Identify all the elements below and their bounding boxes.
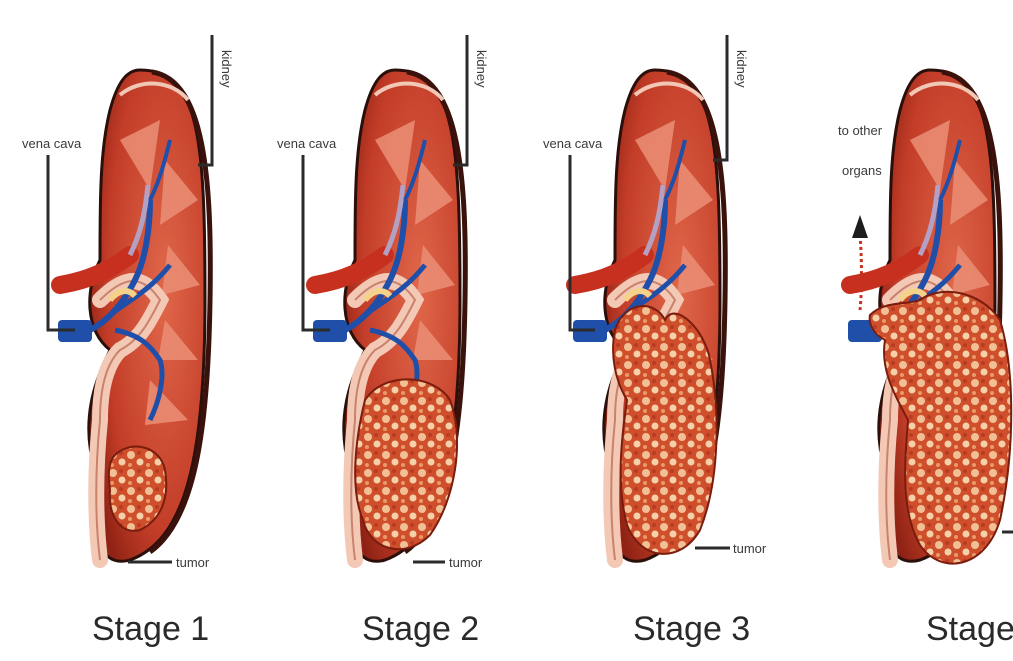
- stage-1-kidney-label: kidney: [219, 50, 234, 88]
- stage-1-panel: kidney vena cava tumor Stage 1: [22, 35, 234, 648]
- stage-2-kidney-label: kidney: [474, 50, 489, 88]
- stage-4-other-organs-label-line1: to other: [838, 123, 883, 138]
- stage-2-tumor: [355, 379, 457, 549]
- stage-1-vena-cava-label: vena cava: [22, 136, 82, 151]
- stage-4-title: Stage 4: [926, 610, 1013, 648]
- stage-3-tumor-label: tumor: [733, 541, 767, 556]
- stage-3-kidney-label: kidney: [734, 50, 749, 88]
- stage-1-tumor-label: tumor: [176, 555, 210, 570]
- stage-1-title: Stage 1: [92, 610, 209, 648]
- stage-3-tumor: [613, 306, 716, 554]
- stage-4-other-organs-label-line2: organs: [842, 163, 882, 178]
- stage-3-title: Stage 3: [633, 610, 750, 648]
- stage-2-vena-cava-label: vena cava: [277, 136, 337, 151]
- stage-4-panel: to other organs Stage 4: [838, 70, 1013, 648]
- spread-arrow-icon: [852, 215, 868, 238]
- stage-2-title: Stage 2: [362, 610, 479, 648]
- stage-3-vena-cava-label: vena cava: [543, 136, 603, 151]
- stage-3-panel: kidney vena cava tumor Stage 3: [543, 35, 767, 648]
- stage-2-tumor-label: tumor: [449, 555, 483, 570]
- stage-2-panel: kidney vena cava tumor Stage 2: [277, 35, 489, 648]
